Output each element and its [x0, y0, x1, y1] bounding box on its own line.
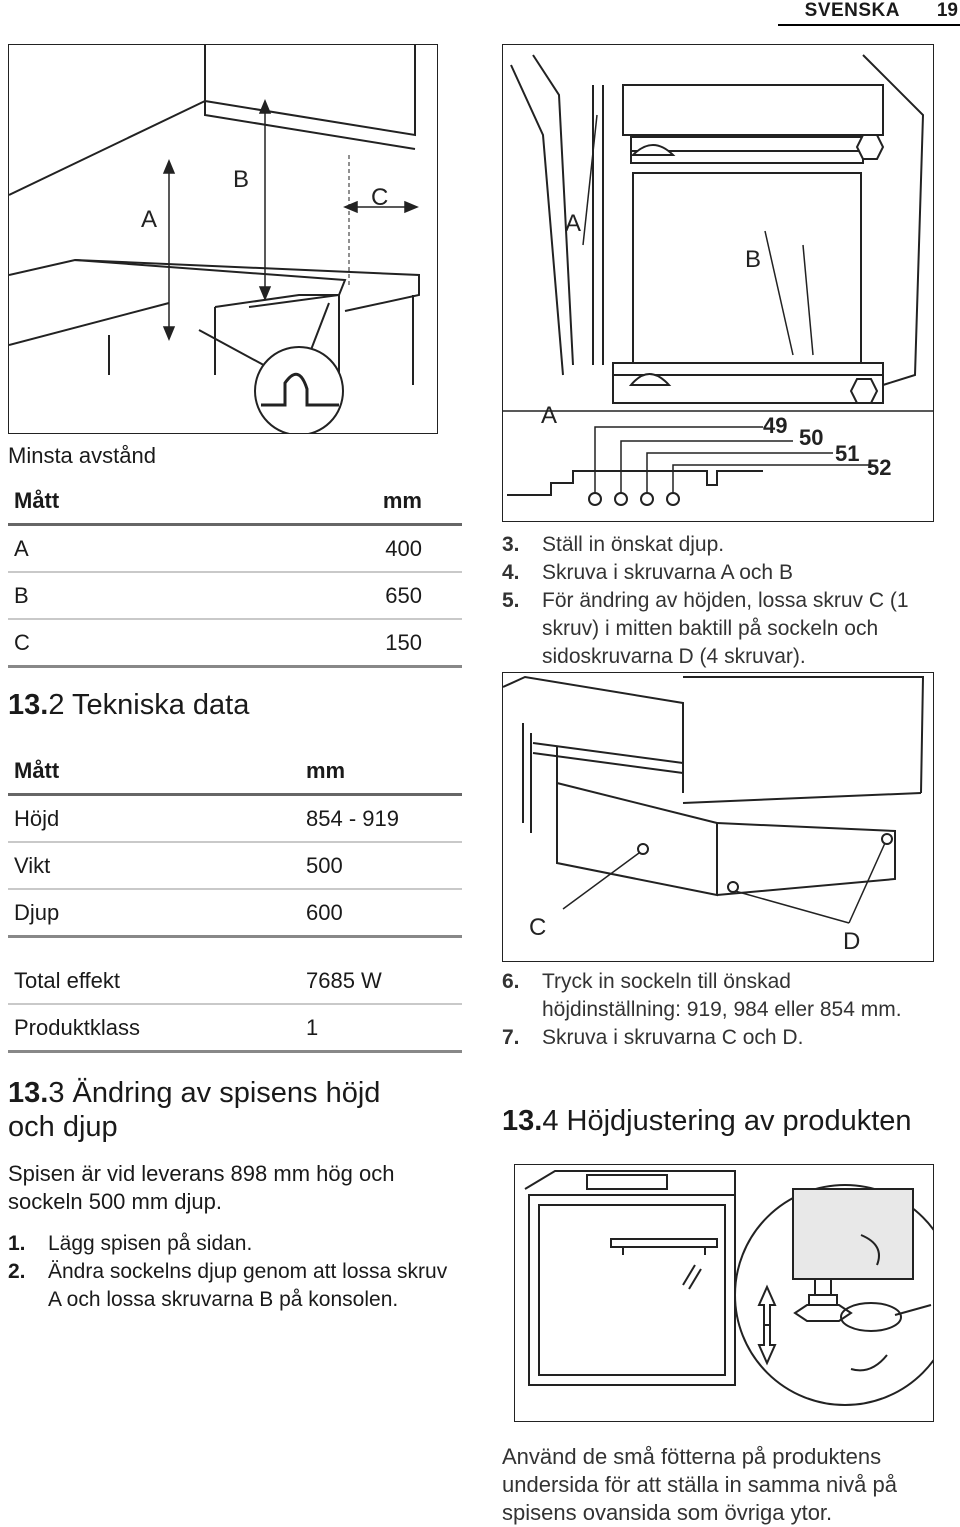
section-title-text: Höjdjustering av produkten [558, 1105, 912, 1137]
section-title-line1: Ändring av spisens höjd [64, 1077, 381, 1109]
table-header-row: Mått mm [8, 748, 462, 796]
table-row: Höjd 854 - 919 [8, 794, 462, 843]
dim-label-b: B [233, 166, 249, 193]
steps-6-7: 6. Tryck in sockeln till önskad höjdinst… [502, 968, 922, 1052]
step-number: 7. [502, 1026, 520, 1049]
header-rule [778, 24, 960, 26]
row-label: Total effekt [8, 958, 300, 1005]
steps-13-3: 1. Lägg spisen på sidan. 2. Ändra sockel… [8, 1230, 458, 1314]
figure-screws-c-d: C D [502, 672, 934, 962]
table-row: C 150 [8, 619, 462, 668]
row-value: 500 [300, 842, 462, 890]
step-text: Lägg spisen på sidan. [48, 1232, 253, 1255]
fig3-label-c: C [529, 914, 546, 941]
power-table: Total effekt 7685 W Produktklass 1 [8, 958, 462, 1053]
section-13-3-title: 13.3 Ändring av spisens höjd och djup [8, 1076, 448, 1144]
row-label: Djup [8, 889, 300, 938]
step-text: Skruva i skruvarna C och D. [542, 1026, 804, 1049]
step-number: 5. [502, 589, 520, 612]
step-item: 1. Lägg spisen på sidan. [8, 1230, 458, 1258]
section-number-sub: 3 [48, 1077, 65, 1109]
step-number: 2. [8, 1260, 26, 1283]
technical-data-table: Mått mm Höjd 854 - 919 Vikt 500 Djup 600 [8, 748, 462, 938]
fig2-label-a2: A [541, 402, 557, 429]
row-value: 400 [178, 524, 462, 573]
table-row: Produktklass 1 [8, 1004, 462, 1053]
row-value: 1 [300, 1004, 462, 1053]
fig2-label-51: 51 [835, 441, 859, 466]
table-row: Total effekt 7685 W [8, 958, 462, 1005]
section-13-4-text: Använd de små fötterna på produktens und… [502, 1444, 897, 1525]
figure-leveling-feet [514, 1164, 934, 1422]
minimum-distance-diagram: A B C [9, 45, 420, 433]
dim-label-a: A [141, 206, 157, 233]
table-row: A 400 [8, 524, 462, 573]
row-value: 650 [178, 572, 462, 620]
row-value: 600 [300, 889, 462, 938]
step-text: Skruva i skruvarna A och B [542, 561, 793, 584]
fig2-label-b: B [745, 246, 761, 273]
step-number: 6. [502, 970, 520, 993]
section-title-text: Tekniska data [64, 689, 250, 721]
step-item: 2. Ändra sockelns djup genom att lossa s… [8, 1258, 458, 1314]
min-distance-title: Minsta avstånd [8, 443, 156, 468]
header-language: SVENSKA [804, 0, 900, 21]
row-label: Höjd [8, 794, 300, 843]
step-number: 1. [8, 1232, 26, 1255]
step-item: 3. Ställ in önskat djup. [502, 531, 957, 559]
step-item: 4. Skruva i skruvarna A och B [502, 559, 957, 587]
section-number-sub: 2 [48, 689, 65, 721]
figure-plinth-adjustment: A B A 49 50 51 52 [502, 44, 934, 522]
step-number: 4. [502, 561, 520, 584]
section-13-2-title: 13.2 Tekniska data [8, 688, 249, 722]
steps-3-5: 3. Ställ in önskat djup. 4. Skruva i skr… [502, 531, 957, 671]
section-number: 13. [8, 689, 49, 721]
min-distance-table: Mått mm A 400 B 650 C 150 [8, 478, 462, 668]
plinth-adjustment-diagram: A B A 49 50 51 52 [503, 54, 933, 506]
row-value: 854 - 919 [300, 794, 462, 843]
table-row: B 650 [8, 572, 462, 620]
page-header: SVENSKA 19 [0, 0, 960, 26]
page-number: 19 [936, 0, 958, 21]
figure-minimum-distance: A B C [8, 44, 438, 434]
step-item: 5. För ändring av höjden, lossa skruv C … [502, 587, 957, 671]
fig2-label-a1: A [565, 210, 581, 237]
col-header-measure: Mått [8, 478, 179, 526]
table-header-row: Mått mm [8, 478, 462, 526]
section-13-4-title: 13.4 Höjdjustering av produkten [502, 1104, 958, 1138]
row-label: C [8, 619, 179, 668]
step-text: Tryck in sockeln till önskad höjdinställ… [542, 970, 902, 1021]
screws-c-d-diagram: C D [503, 675, 925, 955]
col-header-mm: mm [178, 478, 462, 526]
section-13-3-intro: Spisen är vid leverans 898 mm hög och so… [8, 1161, 395, 1214]
col-header-mm: mm [300, 748, 462, 796]
step-number: 3. [502, 533, 520, 556]
fig2-label-52: 52 [867, 455, 891, 480]
row-value: 7685 W [300, 958, 462, 1005]
col-header-measure: Mått [8, 748, 300, 796]
row-value: 150 [178, 619, 462, 668]
row-label: Vikt [8, 842, 300, 890]
row-label: Produktklass [8, 1004, 300, 1053]
row-label: B [8, 572, 179, 620]
step-item: 6. Tryck in sockeln till önskad höjdinst… [502, 968, 922, 1024]
step-text: Ändra sockelns djup genom att lossa skru… [48, 1260, 448, 1311]
row-label: A [8, 524, 179, 573]
table-row: Vikt 500 [8, 842, 462, 890]
table-row: Djup 600 [8, 889, 462, 938]
fig2-label-49: 49 [763, 413, 787, 438]
section-title-line2: och djup [8, 1111, 118, 1143]
section-number-sub: 4 [542, 1105, 559, 1137]
step-text: För ändring av höjden, lossa skruv C (1 … [542, 589, 909, 668]
dim-label-c: C [371, 184, 388, 211]
section-number: 13. [8, 1077, 49, 1109]
fig3-label-d: D [843, 928, 860, 955]
step-item: 7. Skruva i skruvarna C och D. [502, 1024, 922, 1052]
fig2-label-50: 50 [799, 425, 823, 450]
step-text: Ställ in önskat djup. [542, 533, 725, 556]
leveling-feet-diagram [524, 1170, 933, 1406]
section-number: 13. [502, 1105, 543, 1137]
